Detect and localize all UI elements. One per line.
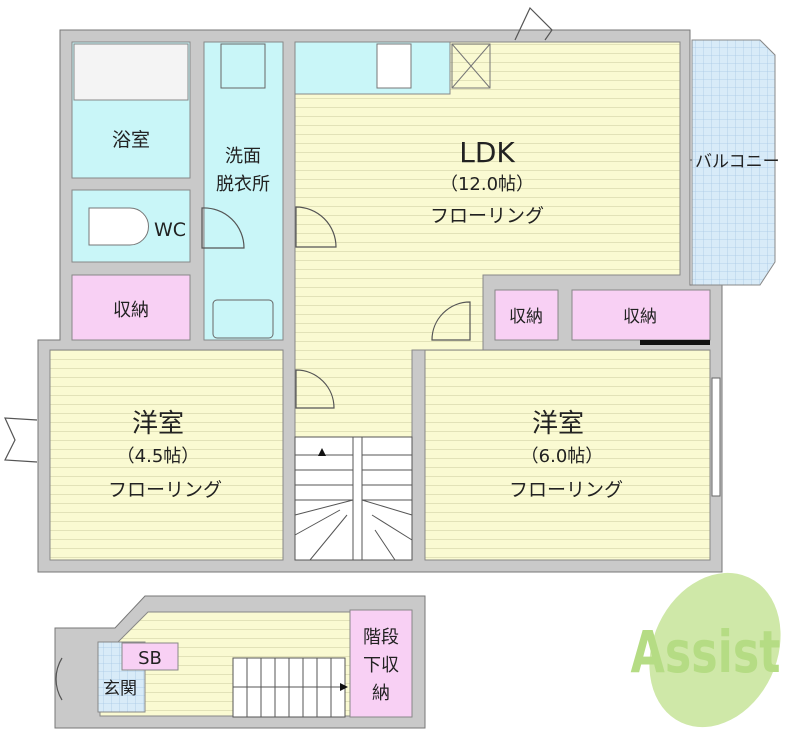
front-top-door	[514, 6, 553, 41]
storage-right	[571, 289, 711, 341]
entrance-door	[55, 657, 63, 701]
storage-left	[71, 274, 191, 341]
shoe-box-label: SB	[138, 648, 162, 669]
under-stair-label-2: 下収	[363, 655, 399, 676]
under-stair-label-3: 納	[372, 683, 390, 704]
stairs-arrow-icon	[318, 448, 326, 456]
western-right-label: 洋室	[532, 409, 584, 439]
wc-label: WC	[154, 219, 186, 241]
bathroom-label: 浴室	[112, 129, 150, 151]
lower-staircase	[232, 657, 348, 718]
shoe-box	[121, 642, 179, 671]
under-stair-label-1: 階段	[363, 627, 399, 648]
side-door	[4, 417, 38, 463]
western-left-label: 洋室	[132, 409, 184, 439]
stairs-arrow-icon	[340, 683, 348, 691]
upper-floor: 浴室 洗面 脱衣所 WC 収納 LDK （12.0帖） フローリング バルコニー…	[4, 6, 780, 573]
western-room-left	[49, 349, 284, 561]
storage-small-label: 収納	[509, 307, 543, 327]
entrance-label: 玄関	[103, 679, 137, 699]
sink-icon	[212, 299, 274, 339]
western-left-flooring: フローリング	[108, 479, 222, 501]
assist-logo: Assist	[631, 572, 781, 728]
ldk-size: （12.0帖）	[440, 174, 534, 195]
bathtub-icon	[73, 43, 189, 101]
toilet-icon	[88, 207, 149, 246]
western-right-flooring: フローリング	[509, 479, 623, 501]
storage-left-label: 収納	[113, 300, 149, 321]
under-stair-storage	[349, 609, 413, 718]
window	[711, 377, 721, 497]
washroom	[203, 41, 284, 341]
western-room-right	[424, 349, 711, 561]
western-left-size: （4.5帖）	[117, 446, 200, 467]
western-left-door	[295, 369, 335, 409]
fridge-space-icon	[451, 43, 491, 89]
washroom-label-2: 脱衣所	[216, 174, 270, 195]
storage-small	[494, 289, 559, 341]
ldk-flooring: フローリング	[430, 205, 544, 227]
kitchen-sink-icon	[376, 43, 412, 89]
washing-machine-icon	[220, 43, 266, 89]
staircase	[294, 436, 413, 561]
balcony-label: バルコニー	[695, 152, 780, 172]
storage-right-label: 収納	[623, 307, 657, 327]
logo-text: Assist	[631, 618, 781, 686]
washroom-label-1: 洗面	[225, 146, 261, 167]
lower-floor: SB 玄関 階段 下収 納	[54, 595, 426, 729]
small-storage-door	[431, 301, 471, 341]
western-right-size: （6.0帖）	[521, 446, 604, 467]
ldk-label: LDK	[459, 136, 515, 169]
wc-door	[201, 207, 245, 249]
ldk-door	[295, 206, 337, 248]
kitchen-counter	[294, 41, 451, 95]
balcony	[691, 39, 776, 286]
